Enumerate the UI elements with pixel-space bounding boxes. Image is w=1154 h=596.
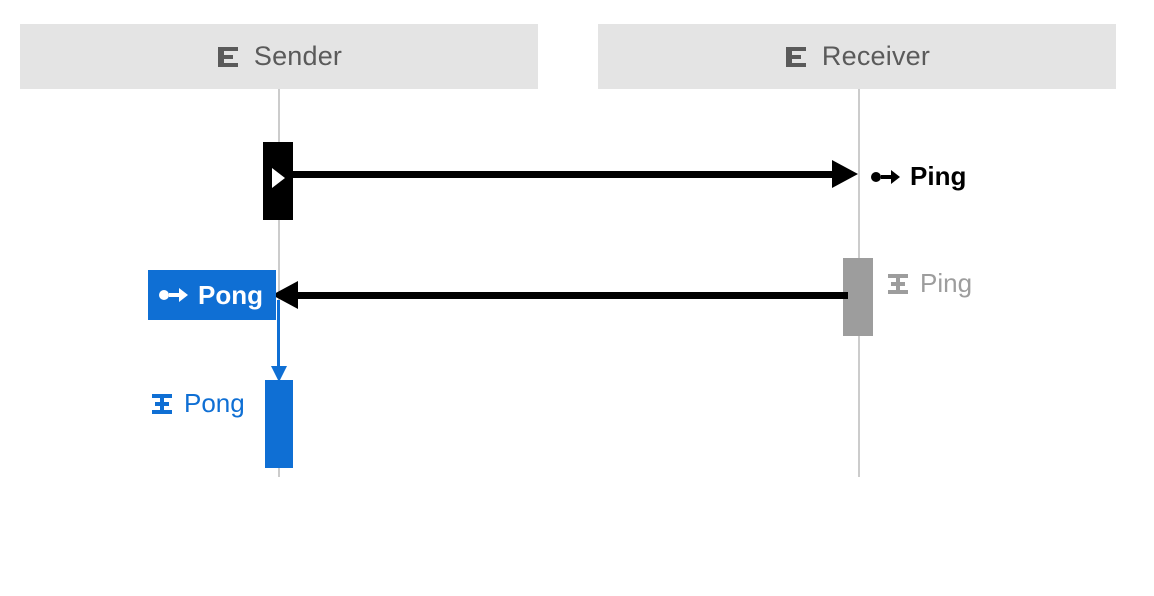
label-pong-received[interactable]: Pong: [150, 388, 245, 419]
message-send-icon: [158, 285, 188, 305]
participant-icon: [784, 44, 810, 70]
participant-sender-label: Sender: [253, 41, 343, 71]
label-pong-received-text: Pong: [184, 388, 245, 418]
return-connector-pong: [277, 300, 280, 372]
label-pong-sent-text: Pong: [198, 279, 263, 310]
message-arrow-ping[interactable]: [293, 171, 848, 178]
arrow-head-left-icon: [272, 281, 298, 309]
label-ping-received[interactable]: Ping: [886, 268, 972, 299]
activation-bar-receiver-ping[interactable]: [843, 258, 873, 336]
participant-icon: [216, 44, 242, 70]
message-arrow-pong[interactable]: [298, 292, 848, 299]
label-pong-sent[interactable]: Pong: [148, 270, 276, 320]
participant-receiver[interactable]: Receiver: [598, 24, 1116, 89]
participant-receiver-label: Receiver: [821, 41, 931, 71]
participant-sender[interactable]: Sender: [20, 24, 538, 89]
message-receive-icon: [886, 271, 910, 297]
activation-bar-sender-pong[interactable]: [265, 380, 293, 468]
arrow-head-down-icon: [271, 366, 287, 382]
label-ping-sent-text: Ping: [910, 161, 967, 191]
play-icon: [272, 168, 285, 188]
label-ping-sent[interactable]: Ping: [870, 161, 966, 192]
message-receive-icon: [150, 391, 174, 417]
label-ping-received-text: Ping: [920, 268, 973, 298]
arrow-head-right-icon: [832, 160, 858, 188]
message-send-icon: [870, 167, 900, 187]
